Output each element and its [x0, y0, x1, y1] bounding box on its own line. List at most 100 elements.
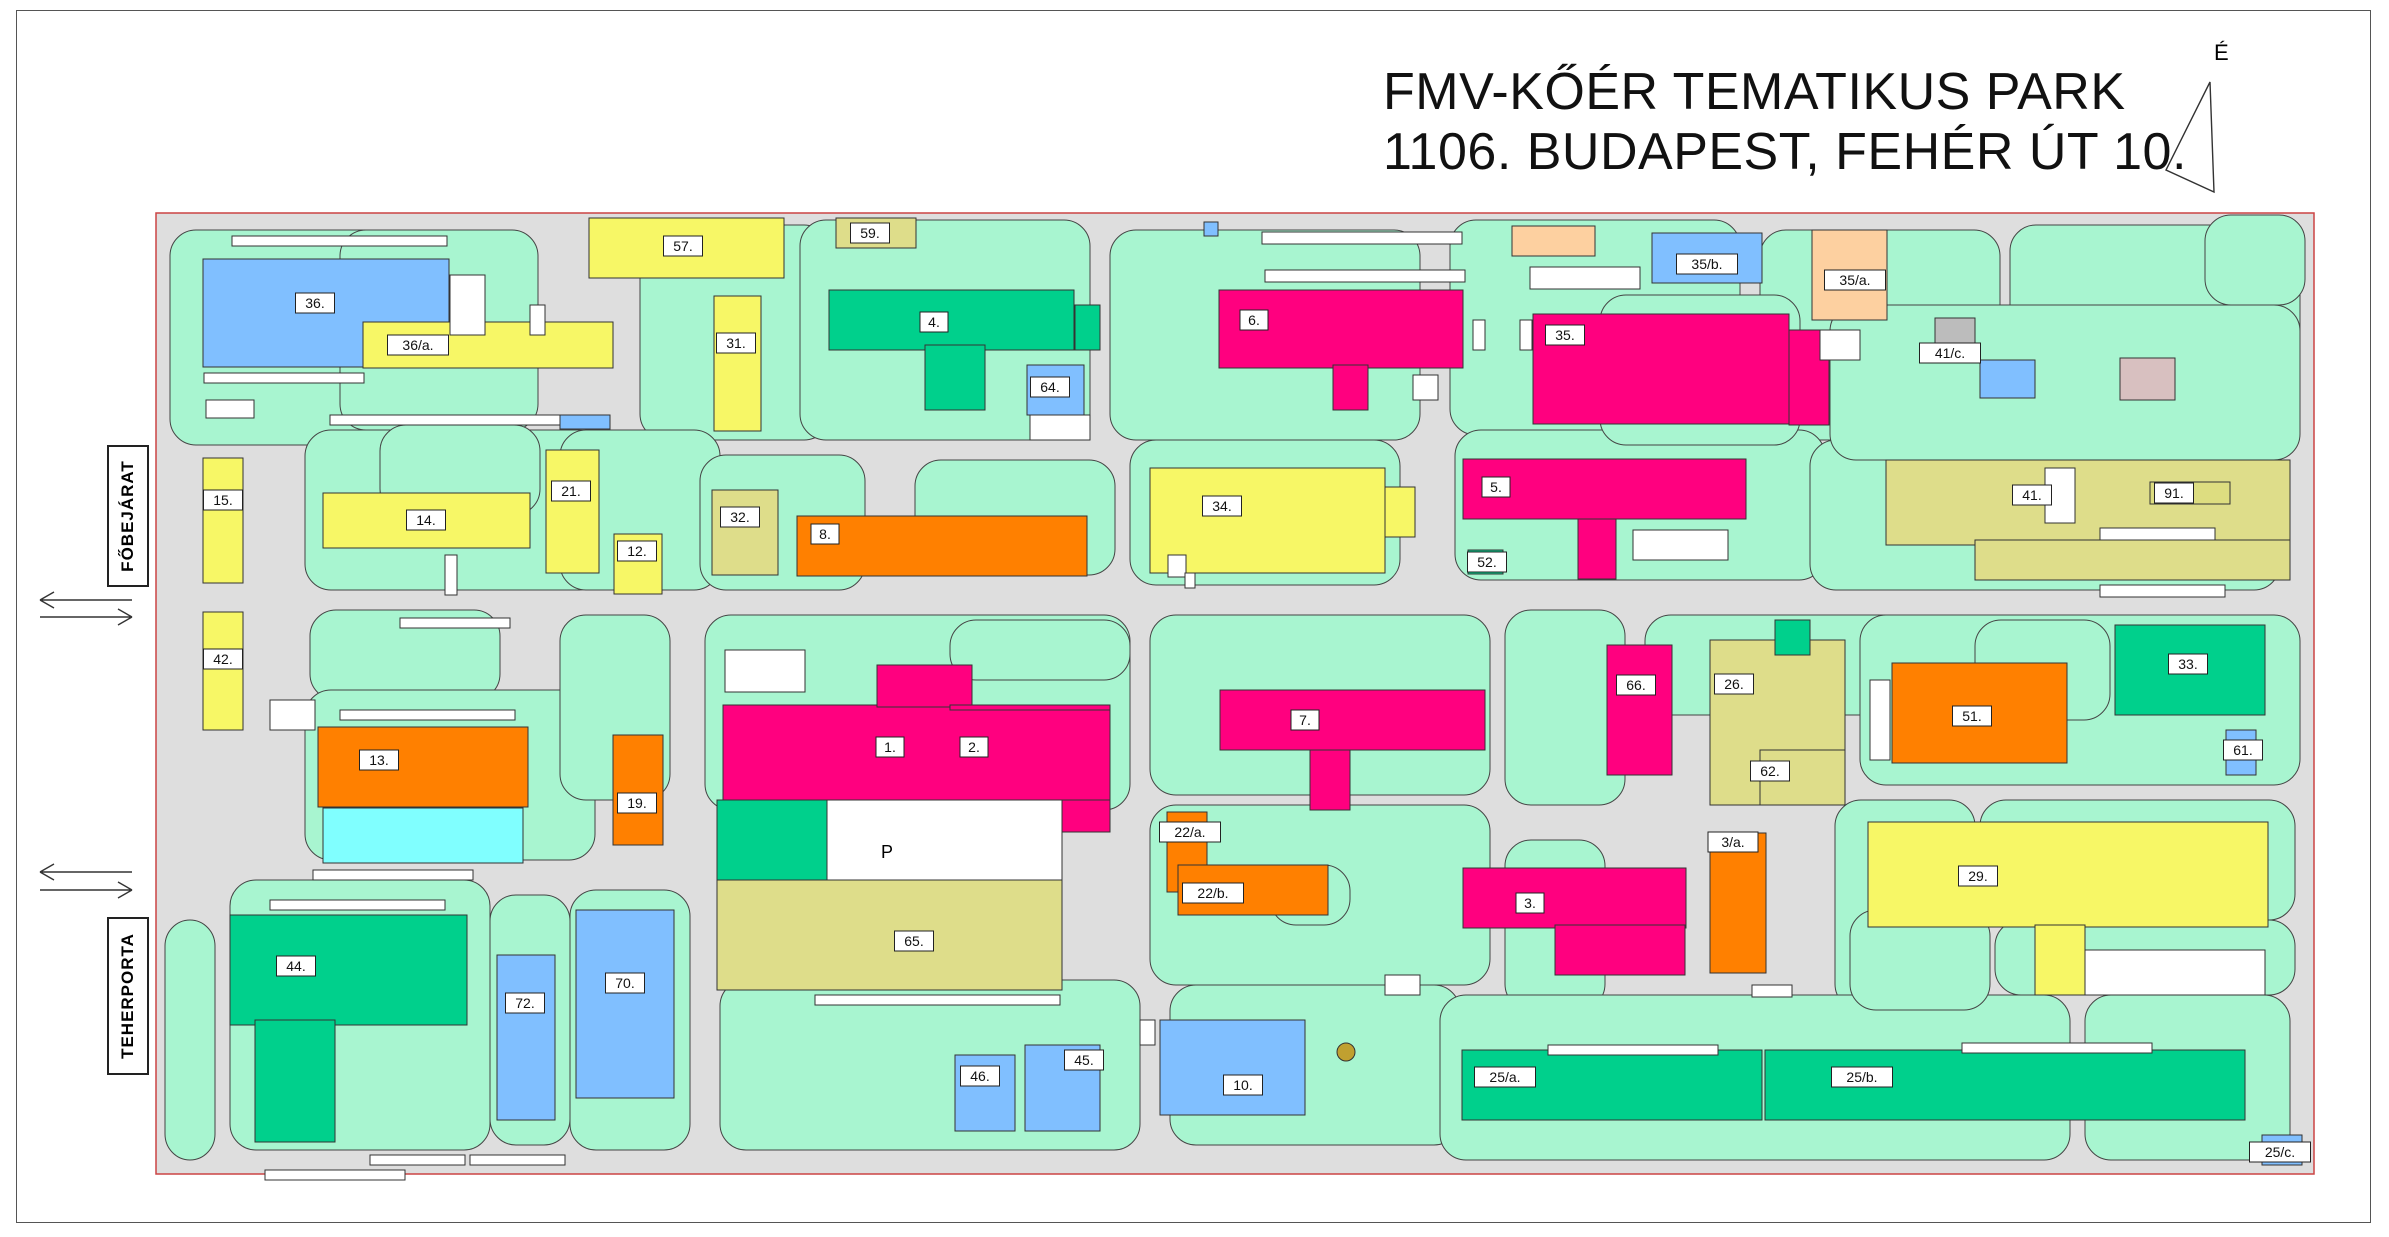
- parking-strip: [529, 304, 546, 336]
- parking-strip: [1384, 974, 1421, 996]
- north-label: É: [2214, 40, 2229, 65]
- marker-dot: [1336, 1042, 1356, 1062]
- building-label-62: 62.: [1760, 763, 1779, 779]
- building-19: [612, 734, 664, 846]
- building-13: [317, 726, 529, 808]
- building-label-19: 19.: [627, 795, 646, 811]
- building-57: [588, 217, 785, 279]
- building-label-box: [359, 749, 399, 771]
- parking-strip: [1029, 414, 1091, 441]
- building-label-3a: 3/a.: [1721, 834, 1744, 850]
- building-annex: [1511, 225, 1596, 257]
- building-2: [949, 704, 1111, 711]
- map-title: FMV-KŐÉR TEMATIKUS PARK: [1383, 63, 2126, 121]
- building-label-36a: 36/a.: [402, 337, 433, 353]
- parking-strip: [312, 869, 474, 881]
- building-annex: [322, 807, 524, 864]
- parking-strip: [369, 1154, 466, 1166]
- building-label-box: [1182, 882, 1244, 904]
- building-label-box: [1958, 865, 1998, 887]
- building-label-box: [1467, 551, 1507, 573]
- building-label-box: [1831, 1066, 1893, 1088]
- building-label-box: [203, 648, 243, 670]
- building-label-8: 8.: [819, 526, 831, 542]
- main-entrance-out-arrow: [39, 591, 132, 609]
- parking-lot-main: [826, 799, 1063, 881]
- freight-gate-out-arrow: [39, 863, 132, 881]
- building-3a: [1709, 832, 1767, 974]
- marker-square: [1203, 221, 1219, 237]
- building-32: [711, 489, 779, 576]
- building-label-box: [850, 222, 890, 244]
- building-42: [202, 611, 244, 731]
- building-label-box: [406, 509, 446, 531]
- building-label-box: [203, 489, 243, 511]
- building-label-2: 2.: [968, 739, 980, 755]
- building-29: [2034, 924, 2086, 996]
- parking-strip: [814, 994, 1061, 1006]
- building-label-35a: 35/a.: [1839, 272, 1870, 288]
- parking-strip: [205, 399, 255, 419]
- parking-strip: [2084, 949, 2266, 996]
- building-label-box: [1676, 253, 1738, 275]
- building-label-1: 1.: [884, 739, 896, 755]
- building-4: [1074, 304, 1101, 351]
- building-7: [1309, 749, 1351, 811]
- green-area: [164, 919, 216, 1161]
- building-label-box: [720, 506, 760, 528]
- building-label-45: 45.: [1074, 1052, 1093, 1068]
- building-label-box: [1750, 760, 1790, 782]
- green-area: [1829, 304, 2301, 461]
- parking-strip: [444, 554, 458, 596]
- parking-strip: [1261, 231, 1463, 245]
- building-34: [1149, 467, 1386, 574]
- building-label-22b: 22/b.: [1197, 885, 1228, 901]
- building-label-box: [1159, 821, 1221, 843]
- building-label-72: 72.: [515, 995, 534, 1011]
- building-annex: [716, 799, 828, 881]
- building-label-4: 4.: [928, 314, 940, 330]
- parking-strip: [1519, 319, 1533, 351]
- building-label-64: 64.: [1040, 379, 1059, 395]
- building-label-box: [617, 540, 657, 562]
- building-label-5: 5.: [1490, 479, 1502, 495]
- building-label-box: [960, 1065, 1000, 1087]
- parking-strip: [269, 699, 316, 731]
- building-14: [322, 492, 531, 549]
- building-65: [716, 879, 1063, 991]
- building-label-box: [1515, 892, 1545, 914]
- building-label-13: 13.: [369, 752, 388, 768]
- parking-strip: [724, 649, 806, 693]
- building-label-46: 46.: [970, 1068, 989, 1084]
- parking-strip: [2099, 527, 2216, 541]
- building-label-box: [1290, 709, 1320, 731]
- parking-strip: [231, 235, 448, 247]
- building-label-box: [2249, 1141, 2311, 1163]
- building-label-31: 31.: [726, 335, 745, 351]
- building-label-70: 70.: [615, 975, 634, 991]
- building-label-10: 10.: [1233, 1077, 1252, 1093]
- parking-strip: [1819, 329, 1861, 361]
- freight-gate-in-arrow: [40, 881, 133, 899]
- building-3: [1462, 867, 1687, 929]
- building-label-57: 57.: [673, 238, 692, 254]
- building-label-59: 59.: [860, 225, 879, 241]
- building-annex: [2119, 357, 2176, 401]
- building-label-box: [2223, 739, 2263, 761]
- building-label-box: [1474, 1066, 1536, 1088]
- building-label-box: [1919, 342, 1981, 364]
- parking-strip: [1751, 984, 1793, 998]
- building-label-36: 36.: [305, 295, 324, 311]
- map-address: 1106. BUDAPEST, FEHÉR ÚT 10.: [1383, 123, 2187, 181]
- building-label-box: [276, 955, 316, 977]
- building-5: [1577, 518, 1617, 580]
- building-label-box: [1064, 1049, 1104, 1071]
- building-label-25c: 25/c.: [2265, 1144, 2295, 1160]
- building-label-box: [875, 736, 905, 758]
- building-label-22a: 22/a.: [1174, 824, 1205, 840]
- building-41: [1974, 539, 2291, 581]
- building-annex: [1979, 359, 2036, 399]
- building-label-box: [716, 332, 756, 354]
- building-label-box: [1616, 674, 1656, 696]
